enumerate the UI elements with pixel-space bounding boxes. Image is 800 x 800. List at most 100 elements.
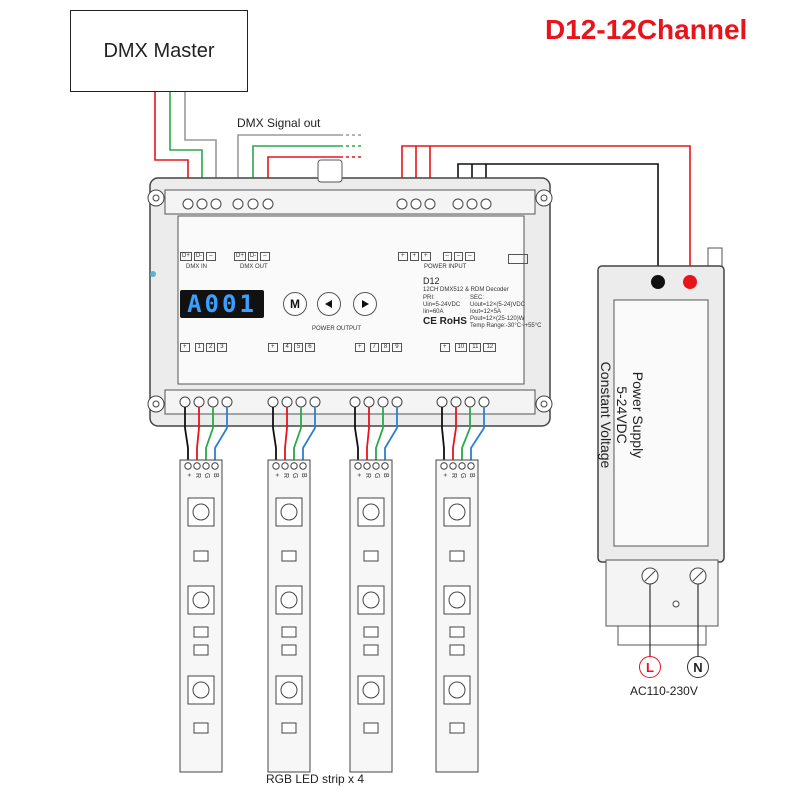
next-button[interactable]	[353, 292, 377, 316]
resistor	[193, 644, 209, 656]
terminal-screw	[464, 396, 476, 408]
power-supply-body	[597, 247, 725, 646]
output-pin: +	[268, 343, 278, 352]
terminal-screw	[478, 396, 490, 408]
led-lens	[448, 681, 466, 699]
output-pin: 3	[217, 343, 227, 352]
strip-wire	[366, 407, 370, 462]
strip-pin-label: B	[468, 473, 475, 478]
output-pin: 11	[469, 343, 482, 352]
spec-line: Pout=12×(25-120)W	[470, 316, 525, 322]
strip-pin-label: +	[355, 473, 362, 478]
triangle-right-icon	[362, 300, 369, 308]
strip-wire	[461, 407, 471, 462]
strip-solder-pad	[299, 462, 307, 470]
neutral-terminal: N	[687, 656, 709, 678]
strip-solder-pad	[467, 462, 475, 470]
prev-button[interactable]	[317, 292, 341, 316]
dmx-in-pins: D+ D- –	[180, 252, 216, 261]
resistor	[281, 550, 297, 562]
strip-pin-label: G	[373, 473, 380, 479]
terminal-screw	[295, 396, 307, 408]
strip-solder-pad	[193, 462, 201, 470]
output-pin: 12	[483, 343, 497, 352]
spec-line: Uout=12×(5-24)VDC	[470, 302, 526, 308]
power-input-pin: –	[442, 252, 452, 261]
output-pin: +	[180, 343, 190, 352]
model-subtitle: 12CH DMX512 & RDM Decoder	[423, 287, 509, 293]
strip-solder-pad	[381, 462, 389, 470]
dmx-in-label: DMX IN	[186, 264, 207, 270]
dip-switch	[508, 254, 528, 264]
dmx-out-pin: D+	[234, 252, 246, 261]
output-pin: 7	[369, 343, 379, 352]
strip-solder-pad	[272, 462, 280, 470]
terminal-screw	[309, 396, 321, 408]
terminal-screw	[179, 396, 191, 408]
strip-solder-pad	[440, 462, 448, 470]
led-strips	[179, 459, 479, 773]
terminal-screw	[349, 396, 361, 408]
mode-button[interactable]: M	[283, 292, 307, 316]
resistor	[449, 722, 465, 734]
strip-wire	[470, 407, 485, 462]
resistor	[281, 626, 297, 638]
strip-wire	[384, 407, 398, 462]
terminal-screw	[396, 198, 408, 210]
power-input-label: POWER INPUT	[424, 264, 467, 270]
led-lens	[362, 591, 380, 609]
terminal-screw	[436, 396, 448, 408]
strip-caption: RGB LED strip x 4	[266, 772, 365, 786]
terminal-screw	[377, 396, 389, 408]
led-lens	[280, 681, 298, 699]
power-input-pin: –	[453, 252, 464, 261]
spec-line: Iin=60A	[423, 309, 444, 315]
strip-pin-label: B	[212, 473, 219, 478]
terminal-screw	[281, 396, 293, 408]
strip-solder-pad	[211, 462, 219, 470]
resistor	[281, 722, 297, 734]
output-pin: 8	[380, 343, 391, 352]
dmx-out-pin: D-	[247, 252, 259, 261]
pri-specs: PRI: Uin=5-24VDC Iin=60A	[423, 295, 460, 316]
dmx-out-pin: –	[260, 252, 270, 261]
strip-wire	[205, 407, 214, 462]
led-lens	[280, 591, 298, 609]
terminal-screw	[466, 198, 478, 210]
terminal-screw	[391, 396, 403, 408]
strip-pin-label: G	[291, 473, 298, 479]
strip-wire	[452, 407, 457, 462]
strip-solder-pad	[458, 462, 466, 470]
power-supply-line: 5-24VDC	[614, 386, 630, 444]
led-lens	[362, 681, 380, 699]
mode-button-label: M	[290, 297, 300, 311]
dmx-signal-out-label: DMX Signal out	[237, 116, 321, 130]
output-pin: 9	[392, 343, 402, 352]
strip-pin-label: +	[185, 473, 192, 478]
output-pin: 4	[282, 343, 292, 352]
power-input-pins: + + + – – –	[398, 252, 475, 261]
strip-pin-label: +	[273, 473, 280, 478]
terminal-screw	[182, 198, 194, 210]
resistor	[363, 644, 379, 656]
segment-display: A001	[180, 290, 264, 318]
resistor	[281, 644, 297, 656]
led-lens	[280, 503, 298, 521]
power-input-pin: –	[465, 252, 475, 261]
strip-pin-label: +	[441, 473, 448, 478]
strip-wire	[302, 407, 316, 462]
live-terminal: L	[639, 656, 661, 678]
output-pin: 6	[305, 343, 315, 352]
strip-pin-label: G	[203, 473, 210, 479]
live-label: L	[646, 659, 654, 675]
diagram-title: D12-12Channel	[545, 14, 748, 45]
output-pin: +	[440, 343, 450, 352]
terminal-screw	[221, 396, 233, 408]
sec-specs: SEC: Uout=12×(5-24)VDC Iout=12×5A Pout=1…	[470, 295, 542, 330]
strip-wire	[441, 407, 445, 462]
output-pin: 2	[205, 343, 216, 352]
triangle-left-icon	[325, 300, 332, 308]
led-lens	[192, 681, 210, 699]
